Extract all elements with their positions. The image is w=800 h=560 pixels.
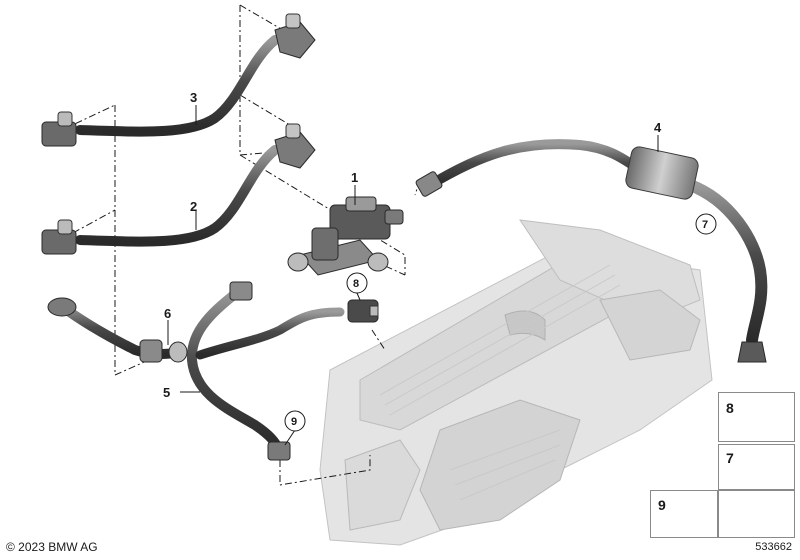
diagram-number: 533662 xyxy=(755,541,792,553)
callout-9: 9 xyxy=(291,416,297,428)
legend-number-8: 8 xyxy=(726,400,734,416)
fuel-filter[interactable] xyxy=(624,145,699,200)
legend-number-7: 7 xyxy=(726,450,734,466)
legend-number-9: 9 xyxy=(658,497,666,513)
callout-1: 1 xyxy=(351,170,358,185)
callout-7: 7 xyxy=(702,219,708,231)
callout-5: 5 xyxy=(163,385,170,400)
callout-2: 2 xyxy=(190,199,197,214)
callout-8-circle xyxy=(346,272,368,294)
leader-lines xyxy=(167,105,659,446)
hose-5[interactable] xyxy=(186,281,345,461)
engine-manifold xyxy=(319,219,713,546)
hose-3[interactable] xyxy=(41,13,316,147)
hose-4[interactable] xyxy=(415,139,768,363)
callout-8: 8 xyxy=(353,278,359,290)
copyright-text: © 2023 BMW AG xyxy=(6,540,98,554)
legend-box-8 xyxy=(718,392,795,442)
callout-7-circle xyxy=(695,213,717,235)
hose-4-connector-bottom xyxy=(737,341,767,363)
legend-box-arrow xyxy=(718,490,795,538)
callout-3: 3 xyxy=(190,90,197,105)
callout-9-circle xyxy=(284,410,306,432)
legend-box-9 xyxy=(650,490,718,538)
callout-6: 6 xyxy=(164,306,171,321)
hose-2[interactable] xyxy=(41,123,316,255)
callout-4: 4 xyxy=(654,120,662,135)
hose-6[interactable] xyxy=(47,297,188,363)
t-piece-valve[interactable] xyxy=(287,196,404,276)
legend-box-7 xyxy=(718,444,795,490)
screw-8-installed xyxy=(347,299,379,323)
